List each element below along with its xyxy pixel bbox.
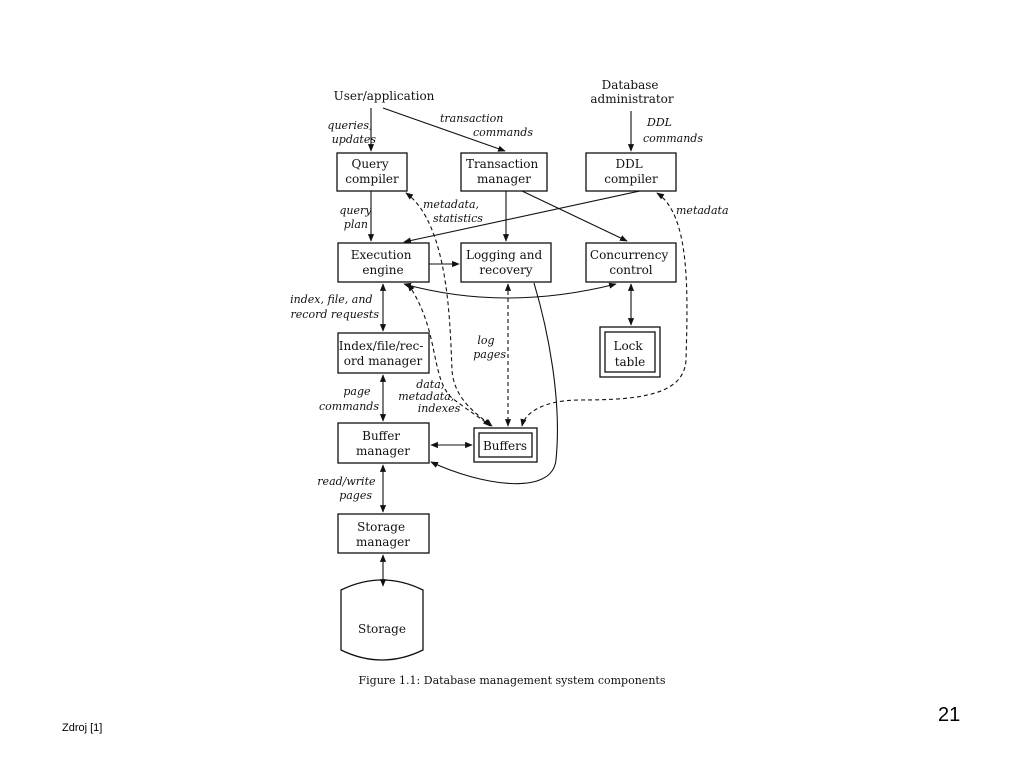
arrow-execution-concurrency-bidirectional	[403, 282, 617, 299]
node-ddl-compiler-label: DDL compiler	[604, 157, 658, 186]
node-user-application-label: User/application	[334, 89, 435, 103]
buffers-box-inner	[478, 432, 533, 458]
transaction-manager-box	[460, 152, 548, 192]
node-query-compiler-label: Query compiler	[345, 157, 399, 186]
node-execution-engine-label: Execution engine	[351, 248, 416, 277]
buffer-manager-box	[337, 422, 430, 464]
node-storage-manager-label: Storage manager	[356, 520, 410, 549]
node-buffers-label: Buffers	[483, 439, 527, 453]
storage-manager-box	[337, 513, 430, 554]
page-number: 21	[938, 704, 961, 726]
node-storage-label: Storage	[358, 622, 406, 636]
figure-caption: Figure 1.1: Database management system c…	[359, 674, 666, 687]
query-compiler-box	[336, 152, 408, 192]
edge-label-query-plan: query plan	[339, 204, 375, 231]
edge-label-metadata-statistics: metadata, statistics	[423, 198, 483, 225]
edge-label-data-metadata-indexes: data, metadata, indexes	[398, 378, 460, 415]
node-transaction-manager-label: Transaction manager	[466, 157, 542, 186]
edge-label-index-file-record-requests: index, file, and record requests	[290, 293, 379, 321]
footer-source: Zdroj [1]	[62, 722, 103, 734]
node-buffer-manager-label: Buffer manager	[356, 429, 410, 458]
edge-label-page-commands: page commands	[319, 385, 379, 413]
edge-label-log-pages: log pages	[473, 334, 506, 361]
node-database-administrator-label: Database administrator	[590, 78, 674, 106]
node-logging-recovery-label: Logging and recovery	[466, 248, 546, 277]
storage-cylinder	[340, 579, 424, 661]
node-lock-table-label: Lock table	[613, 339, 646, 369]
buffers-box-outer	[473, 427, 538, 463]
arrow-transaction-to-concurrency	[521, 190, 628, 242]
edge-label-read-write-pages: read/write pages	[317, 475, 379, 502]
edge-label-transaction-commands: transaction commands	[440, 112, 533, 139]
edge-label-metadata: metadata	[676, 204, 729, 217]
node-index-file-record-manager-label: Index/file/rec- ord manager	[339, 339, 428, 368]
node-concurrency-control-label: Concurrency control	[590, 248, 672, 277]
arrow-user-to-transaction-manager	[382, 107, 506, 152]
arrow-logging-to-buffer-manager	[430, 282, 558, 485]
dashed-arrow-ddl-compiler-to-buffers	[520, 192, 688, 427]
ddl-compiler-box	[585, 152, 677, 192]
edge-label-queries-updates: queries, updates	[327, 119, 376, 146]
edge-label-ddl-commands: DDL commands	[643, 116, 703, 145]
dashed-arrow-execution-to-buffers	[407, 283, 491, 427]
